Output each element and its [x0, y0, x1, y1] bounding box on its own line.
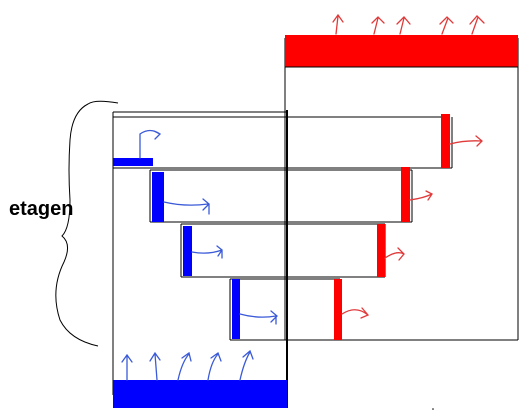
- cold-supply-arrow-5: [239, 349, 254, 381]
- hot-flow-arrows: [332, 13, 485, 319]
- hot-outlet-3: [377, 224, 385, 277]
- hot-arrow-1: [449, 135, 483, 147]
- hot-arrow-4: [341, 307, 370, 319]
- cold-inlet-4: [232, 279, 240, 339]
- cold-supply-bar: [113, 380, 287, 408]
- cold-flow-arrows: [121, 129, 278, 381]
- floor-lines: [113, 116, 453, 341]
- cold-arrow-4: [239, 310, 278, 325]
- hot-outlet-1: [441, 114, 450, 168]
- hot-arrow-2: [409, 190, 433, 201]
- cold-supply-arrow-1: [121, 353, 133, 381]
- cold-inlets: [113, 158, 240, 339]
- cold-arrow-3: [191, 245, 223, 259]
- cold-arrow-1: [139, 129, 162, 159]
- hot-exhaust-arrow-5: [469, 15, 485, 35]
- cold-supply-arrow-2: [149, 351, 161, 381]
- hot-exhaust-arrow-1: [332, 13, 344, 35]
- cold-supply-arrow-4: [207, 351, 222, 381]
- hot-exhaust-arrow-2: [371, 16, 385, 35]
- cold-tower: [112, 110, 288, 408]
- hot-outlet-2: [401, 167, 410, 222]
- hot-exhaust-bar: [285, 35, 518, 67]
- hot-outlets: [334, 114, 450, 340]
- cold-arrow-2: [163, 198, 210, 215]
- hot-arrow-3: [384, 247, 405, 261]
- hot-outlet-4: [334, 279, 342, 340]
- hot-exhaust-arrow-3: [396, 16, 411, 35]
- cold-supply-arrow-3: [177, 351, 192, 381]
- hot-exhaust-arrow-4: [439, 16, 454, 35]
- stray-dot: [432, 408, 434, 410]
- cold-inlet-2: [152, 172, 164, 222]
- cold-inlet-3: [183, 226, 192, 276]
- cold-inlet-1: [113, 158, 153, 166]
- curly-brace: [55, 100, 119, 347]
- etagen-label: etagen: [9, 198, 74, 220]
